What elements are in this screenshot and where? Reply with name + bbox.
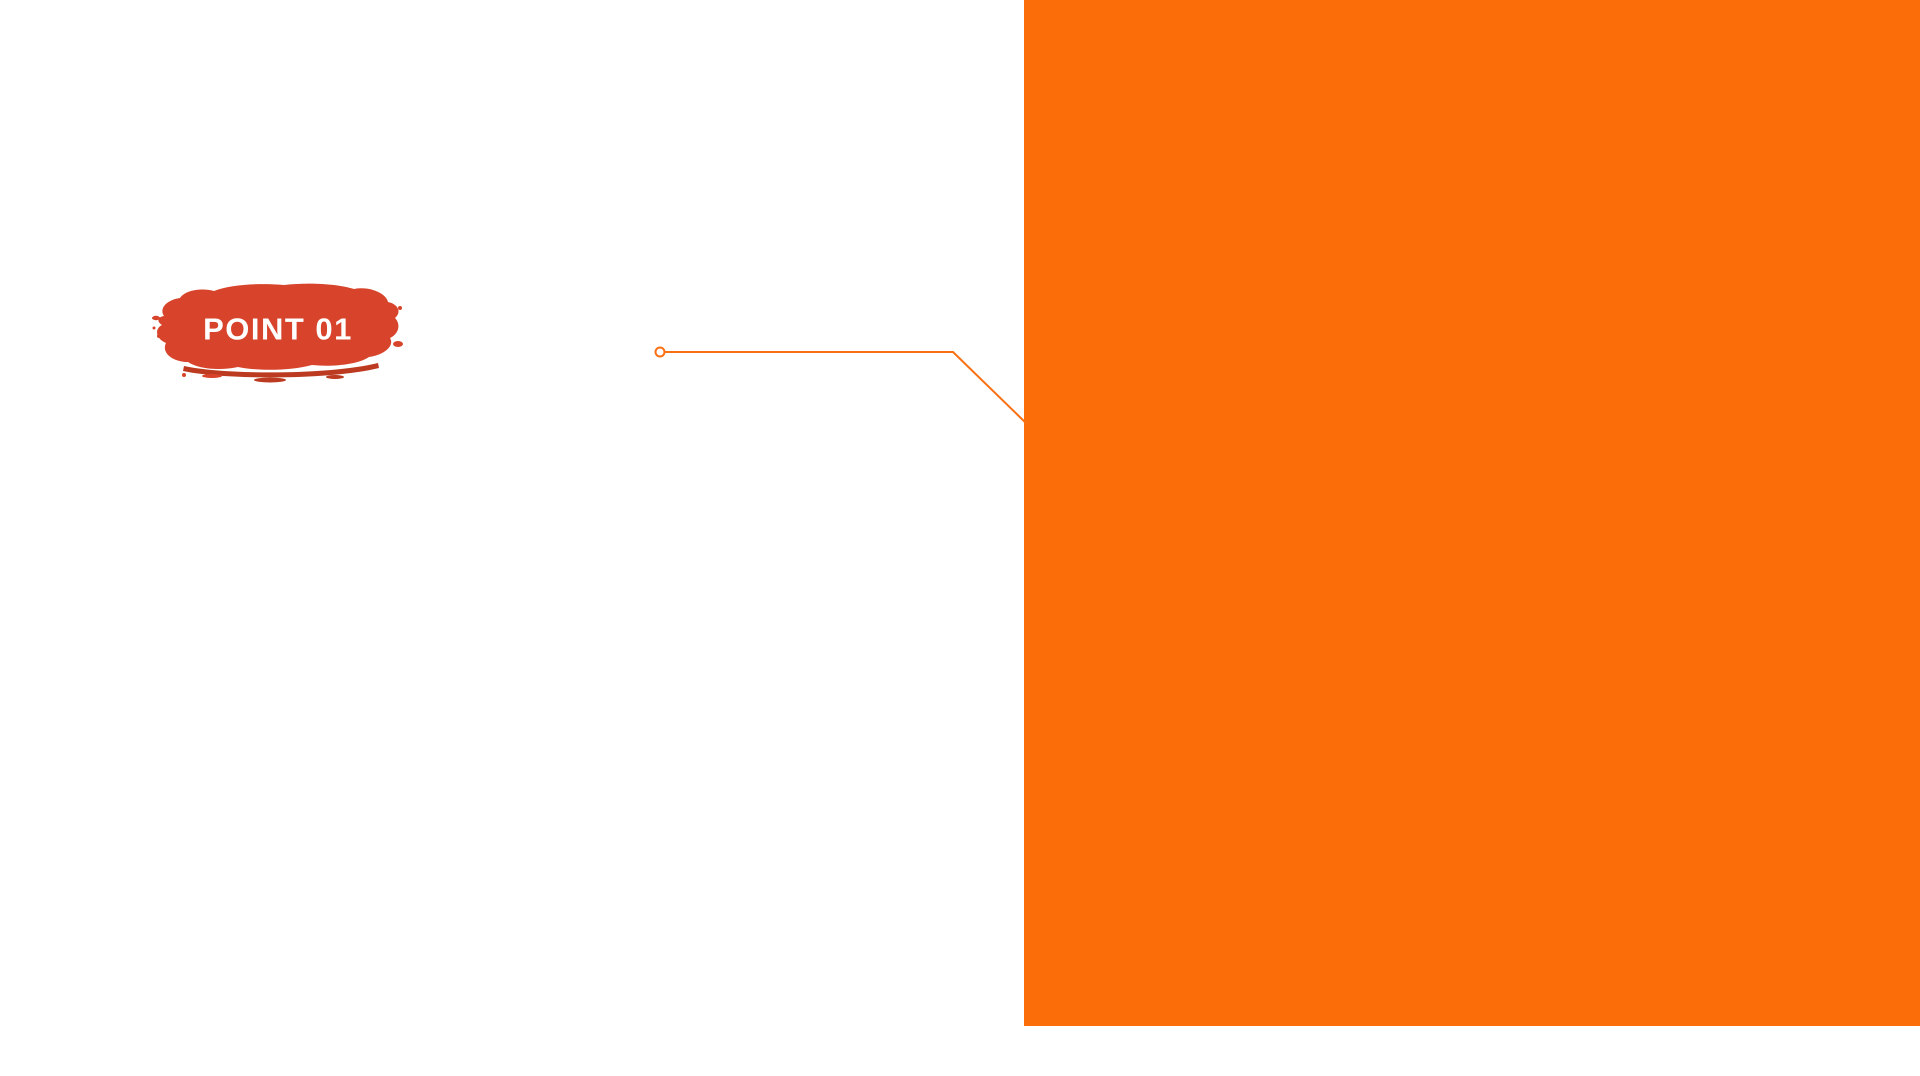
brush-speck: [326, 375, 344, 379]
point-badge-label: POINT 01: [203, 311, 353, 347]
brush-speck: [157, 334, 161, 338]
brush-blob: [157, 283, 399, 370]
brush-speck: [152, 326, 156, 330]
brush-stroke-icon: [152, 283, 403, 383]
brush-speck: [393, 341, 403, 347]
brush-understreak: [183, 363, 379, 378]
brush-speck: [254, 377, 286, 383]
image-placeholder-panel: [1024, 0, 1920, 1026]
connector-path: [665, 351, 1028, 425]
brush-speck: [398, 306, 402, 310]
brush-speck: [152, 315, 160, 321]
connector-dot-icon: [654, 346, 666, 358]
brush-speck: [182, 373, 186, 377]
brush-speck: [202, 374, 222, 378]
point-badge: POINT 01: [150, 276, 406, 392]
